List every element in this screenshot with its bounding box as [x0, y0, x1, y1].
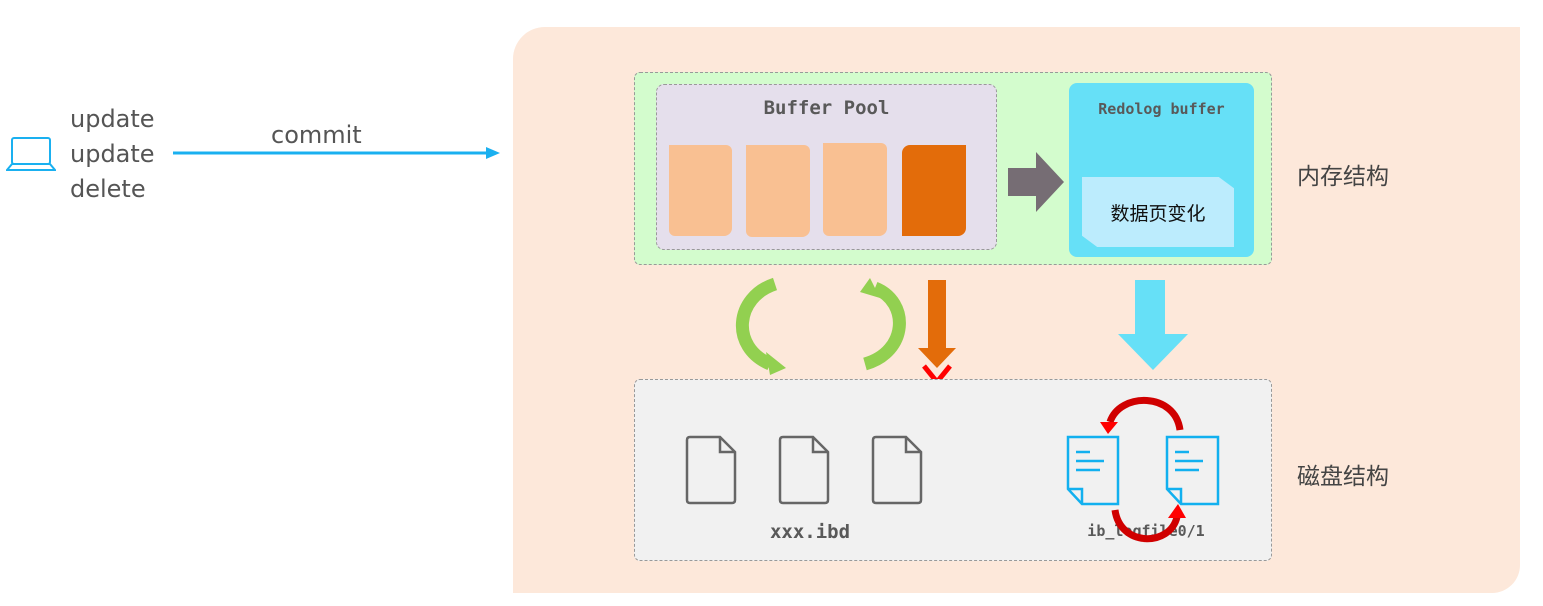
statement-update-1: update — [70, 105, 155, 133]
green-cycle-arrow-left — [736, 277, 786, 375]
statement-update-2: update — [70, 140, 155, 168]
orange-down-arrow — [918, 280, 956, 368]
data-files — [685, 435, 923, 505]
log-file-icon — [1066, 435, 1120, 506]
data-file-name: xxx.ibd — [769, 521, 851, 543]
redolog-buffer-title: Redolog buffer — [1098, 100, 1225, 118]
log-files: ib_logfile0/1 — [1066, 397, 1220, 543]
commit-label: commit — [271, 121, 362, 149]
commit-arrow — [173, 147, 500, 159]
file-icon — [685, 435, 737, 505]
memory-structure-label: 内存结构 — [1297, 164, 1389, 190]
dirty-buffer-page — [902, 145, 966, 236]
buffer-page — [746, 145, 810, 237]
statement-delete: delete — [70, 175, 146, 203]
flow-arrows — [736, 277, 1188, 400]
cyan-down-arrow — [1118, 280, 1188, 370]
buffer-page — [823, 143, 887, 236]
green-cycle-arrow-right — [860, 278, 906, 371]
buffer-pool-title: Buffer Pool — [763, 97, 890, 119]
log-file-icon — [1165, 435, 1220, 506]
buffer-page — [669, 145, 732, 236]
gray-right-arrow — [1008, 152, 1064, 212]
laptop-icon — [6, 137, 56, 171]
file-icon — [871, 435, 923, 505]
red-cycle-arrows — [1100, 397, 1186, 543]
file-icon — [778, 435, 830, 505]
disk-structure-label: 磁盘结构 — [1297, 464, 1389, 490]
page-change-entry: 数据页变化 — [1082, 177, 1234, 247]
